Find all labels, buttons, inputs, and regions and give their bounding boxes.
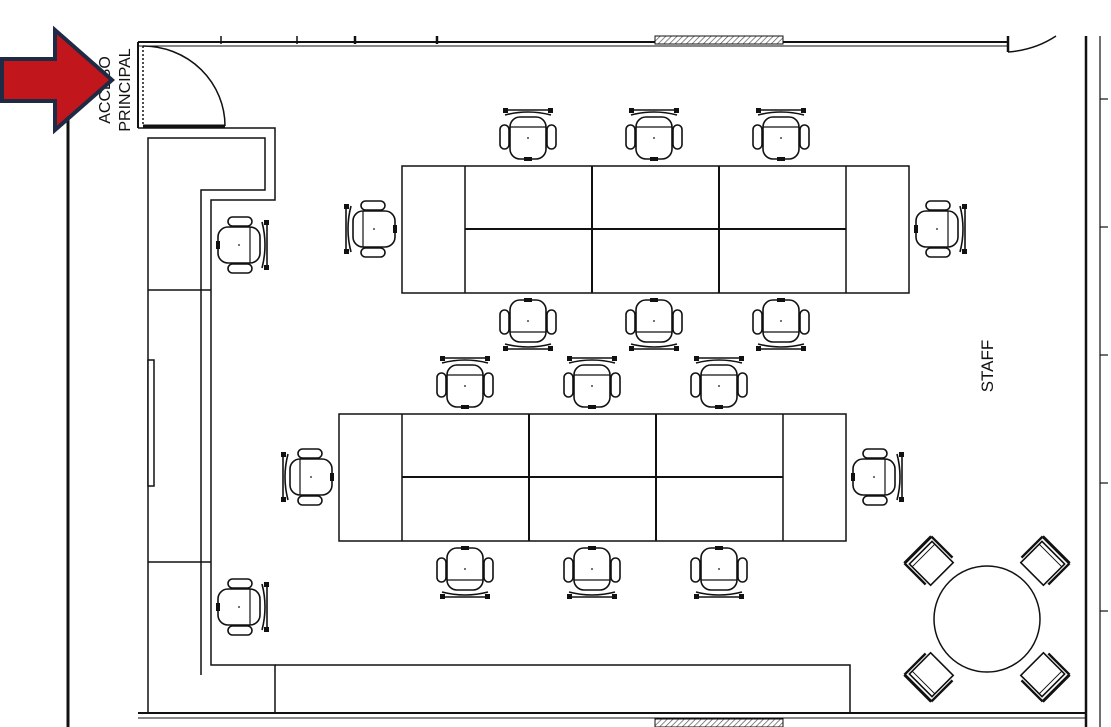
office-chair-icon xyxy=(436,545,494,600)
office-chair-icon xyxy=(625,107,683,162)
counter-left xyxy=(138,127,276,713)
office-chair-icon xyxy=(850,448,905,506)
window-bottom xyxy=(654,718,784,727)
office-chair-icon xyxy=(563,545,621,600)
counter-chairs xyxy=(215,216,270,636)
entrance-door xyxy=(142,45,226,128)
office-chair-icon xyxy=(913,200,968,258)
office-chair-icon xyxy=(752,107,810,162)
counter-bottom xyxy=(275,664,851,713)
office-chair-icon xyxy=(499,107,557,162)
window-top xyxy=(654,35,784,45)
walls xyxy=(66,36,1108,727)
right-arrow-icon xyxy=(0,25,116,135)
office-chair-icon xyxy=(690,355,748,410)
door-top-right xyxy=(1006,35,1057,53)
round-table-icon xyxy=(902,534,1072,704)
office-chair-icon xyxy=(752,297,810,352)
office-chair-icon xyxy=(563,355,621,410)
staff-label: STAFF xyxy=(978,340,997,393)
conference-table-2 xyxy=(338,413,847,542)
conference-table-1 xyxy=(401,165,910,294)
entrance-label-line2: PRINCIPAL xyxy=(117,48,134,131)
office-chair-icon xyxy=(215,578,270,636)
office-chair-icon xyxy=(215,216,270,274)
office-chair-icon xyxy=(690,545,748,600)
office-chair-icon xyxy=(625,297,683,352)
office-chair-icon xyxy=(280,448,335,506)
office-chair-icon xyxy=(436,355,494,410)
office-chair-icon xyxy=(499,297,557,352)
office-chair-icon xyxy=(343,200,398,258)
